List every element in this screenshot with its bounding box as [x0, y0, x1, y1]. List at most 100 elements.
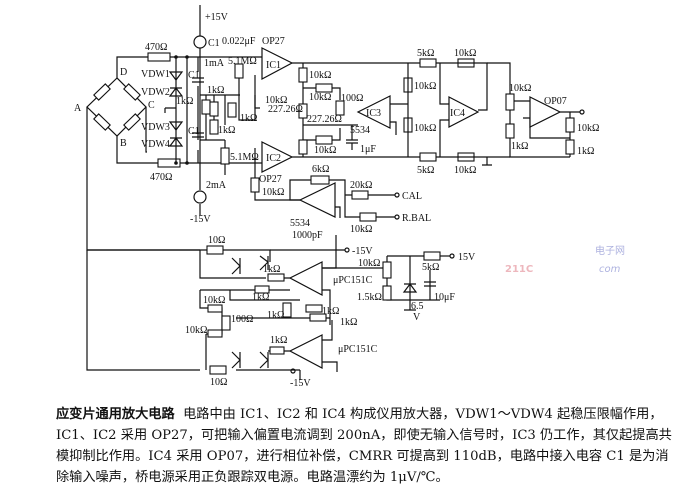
zener-voltage-label: 6.5 [411, 301, 424, 312]
watermark-cn: 电子网 [595, 244, 625, 257]
r10-bottom-label: 10Ω [210, 377, 227, 388]
node-c-label: C [148, 100, 155, 111]
offset-network: 5.1MΩ 5.1MΩ 1kΩ 1kΩ 1kΩ [200, 56, 259, 175]
r10k-c-label: 10kΩ [314, 145, 336, 156]
r1k-m1-label: 1kΩ [252, 292, 269, 303]
r1k-q1-label: 1kΩ [263, 264, 280, 275]
r10k-e-label: 10kΩ [262, 187, 284, 198]
r470-top-label: 470Ω [145, 42, 167, 53]
op07-stage: 10kΩ 1kΩ OP07 10kΩ 1kΩ [487, 62, 599, 158]
r10k-bottom-label: 10kΩ [454, 165, 476, 176]
r6k-label: 6kΩ [312, 164, 329, 175]
minus15v-label: -15V [190, 214, 211, 225]
r10k-l1-label: 10kΩ [203, 295, 225, 306]
r227-a-label: 227.26Ω [268, 104, 303, 115]
watermark-com: com [599, 264, 621, 275]
protection-network: VDW1 VDW2 VDW3 VDW4 C1 C1 1kΩ [141, 55, 204, 165]
r10k-ic4b-label: 10kΩ [414, 123, 436, 134]
neg15v-b-label: -15V [290, 378, 311, 389]
vdw2-label: VDW2 [141, 87, 170, 98]
neg15v-a-label: -15V [352, 246, 373, 257]
r1k-c-label: 1kΩ [240, 113, 257, 124]
r100-label: 100Ω [341, 93, 363, 104]
watermark: 211C 电子网 com [505, 244, 625, 275]
ic3-type-label: 5534 [350, 125, 370, 136]
vdw1-label: VDW1 [141, 69, 170, 80]
node-d-label: D [120, 67, 127, 78]
current-sources: +15V C1 0.022μF 1mA 2mA -15V [190, 5, 256, 225]
r470-bottom-label: 470Ω [150, 172, 172, 183]
r10k-ic4a-label: 10kΩ [414, 81, 436, 92]
cap-0022uf-label: 0.022μF [222, 36, 256, 47]
r5k-top-label: 5kΩ [417, 48, 434, 59]
cal-stage: 6kΩ 20kΩ 10kΩ CAL R.BAL 5534 1000pF [289, 164, 431, 241]
ic2-op27: IC2 OP27 10kΩ [250, 141, 440, 201]
r1k-a-label: 1kΩ [176, 96, 193, 107]
r227-b-label: 227.26Ω [307, 114, 342, 125]
r1k-b-label: 1kΩ [207, 85, 224, 96]
rbal-terminal: R.BAL [402, 213, 431, 224]
plus15v-label: +15V [205, 12, 229, 23]
ic1-label: IC1 [266, 60, 281, 71]
1ma-label: 1mA [204, 58, 225, 69]
r10k-l2-label: 10kΩ [185, 325, 207, 336]
pot10k-label: 10kΩ [509, 83, 531, 94]
op27-1-label: OP27 [262, 36, 285, 47]
op27-2-label: OP27 [259, 174, 282, 185]
r1k-m2-label: 1kΩ [267, 310, 284, 321]
zener-unit-label: V [413, 312, 421, 323]
upc151c-b-label: μPC151C [338, 344, 378, 355]
ic3-label: IC3 [366, 108, 381, 119]
r1k-m3-label: 1kΩ [322, 306, 339, 317]
bridge-supply: 10Ω 10Ω -15V -15V 1kΩ 1kΩ μPC151C μPC151… [86, 235, 378, 389]
node-b-label: B [120, 138, 127, 149]
r5k-ref-label: 5kΩ [422, 262, 439, 273]
ic4: 5kΩ 10kΩ 5kΩ 10kΩ IC4 [417, 48, 510, 176]
caption-body: 电路中由 IC1、IC2 和 IC4 构成仪用放大器，VDW1～VDW4 起稳压… [56, 407, 672, 485]
op07-label: OP07 [544, 96, 567, 107]
r51m-bottom-label: 5.1MΩ [230, 152, 259, 163]
2ma-label: 2mA [206, 180, 227, 191]
upc151c-a-label: μPC151C [333, 275, 373, 286]
cap-1uf-label: 1μF [360, 144, 376, 155]
ic2-label: IC2 [266, 153, 281, 164]
r10k-top-label: 10kΩ [454, 48, 476, 59]
r1k-fb-label: 1kΩ [577, 146, 594, 157]
ic4-label: IC4 [450, 108, 465, 119]
caption-title: 应变片通用放大电路 [56, 407, 175, 422]
amp5534-label: 5534 [290, 218, 310, 229]
c1b-label: C1 [188, 126, 200, 137]
ic3-network: 10kΩ 10kΩ 10kΩ 10kΩ 227.26Ω 227.26Ω 100Ω… [265, 63, 436, 157]
r100-l-label: 100Ω [231, 314, 253, 325]
r15k-label: 1.5kΩ [357, 292, 382, 303]
r10k-d-label: 10kΩ [265, 95, 287, 106]
r10k-a-label: 10kΩ [309, 70, 331, 81]
node-a-label: A [74, 103, 82, 114]
r10k-b-label: 10kΩ [309, 92, 331, 103]
r1k-d-label: 1kΩ [218, 125, 235, 136]
r5k-bottom-label: 5kΩ [417, 165, 434, 176]
vdw3-label: VDW3 [141, 122, 170, 133]
r10k-rbal-label: 10kΩ [350, 224, 372, 235]
ic1-op27: IC1 OP27 [254, 36, 440, 109]
plus15v-ref-label: 15V [458, 252, 476, 263]
c1-top-label: C1 [208, 38, 220, 49]
r51m-top-label: 5.1MΩ [228, 56, 257, 67]
r1k-q2-label: 1kΩ [270, 335, 287, 346]
schematic: 211C 电子网 com D C B A 470Ω 470Ω VDW1 VDW2… [74, 5, 625, 389]
cap-10uf-label: 10μF [434, 292, 455, 303]
watermark-logo: 211C [505, 264, 533, 275]
strain-gauge-bridge: D C B A 470Ω 470Ω [74, 42, 262, 251]
r10-top-label: 10Ω [208, 235, 225, 246]
caption: 应变片通用放大电路 电路中由 IC1、IC2 和 IC4 构成仪用放大器，VDW… [56, 404, 676, 488]
cal-terminal: CAL [402, 191, 422, 202]
cap-1000pf-label: 1000pF [292, 230, 323, 241]
c1a-label: C1 [188, 70, 200, 81]
vdw4-label: VDW4 [141, 139, 170, 150]
r1k-op-label: 1kΩ [511, 141, 528, 152]
r10k-fb-label: 10kΩ [577, 123, 599, 134]
r20k-label: 20kΩ [350, 180, 372, 191]
reference-source: 15V 10kΩ 1.5kΩ 5kΩ 10μF 6.5 V [322, 251, 476, 323]
r1k-m4-label: 1kΩ [340, 317, 357, 328]
